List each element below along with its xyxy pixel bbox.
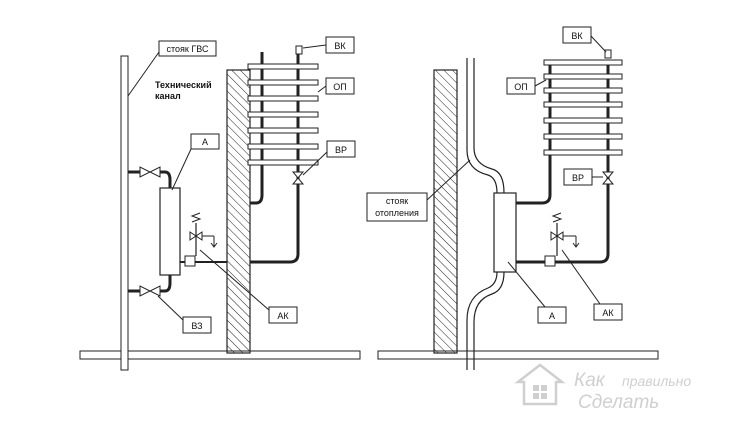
right-heating-riser-outer	[466, 58, 498, 370]
right-riser-label-box	[366, 192, 428, 222]
left-vz-label: ВЗ	[191, 321, 202, 331]
left-vz-leader	[157, 295, 184, 321]
left-vr-label-box	[326, 140, 356, 158]
left-vent-valve-a	[189, 231, 197, 241]
right-vent-spring	[551, 212, 563, 223]
right-wall	[433, 69, 458, 354]
left-device-a	[159, 187, 181, 276]
right-towel-rail	[543, 59, 623, 156]
left-vr-label: ВР	[335, 145, 347, 155]
left-vent-box	[184, 255, 196, 267]
watermark-line1b: правильно	[622, 373, 691, 389]
right-a-leader	[507, 261, 546, 308]
left-lower-wall-pipe	[250, 140, 300, 264]
left-a-leader	[171, 148, 192, 191]
right-op-leader	[534, 79, 547, 87]
left-lower-valve-b	[148, 285, 161, 297]
left-riser-label: стояк ГВС	[167, 44, 209, 54]
left-ak-label-box	[268, 306, 298, 324]
left-valve-vr-b	[291, 177, 305, 185]
right-riser-label-1: стояк	[386, 196, 408, 206]
right-vk-leader	[590, 35, 607, 53]
right-vk-label: ВК	[571, 31, 583, 41]
right-upper-pipe	[516, 60, 552, 205]
right-heating-riser-inner	[473, 58, 505, 370]
watermark-house-icon	[514, 363, 566, 406]
left-riser-label-box	[158, 40, 217, 57]
right-a-label-box	[537, 306, 567, 324]
left-vr-leader	[302, 151, 328, 176]
left-ak-label: АК	[277, 311, 289, 321]
left-upper-valve	[139, 166, 152, 178]
left-op-label: ОП	[333, 82, 346, 92]
right-vk-label-box	[562, 26, 592, 44]
left-towel-rail	[247, 52, 319, 170]
left-vk-label: ВК	[334, 41, 346, 51]
left-channel-label-1: Технический	[155, 80, 212, 90]
right-riser-leader	[426, 159, 471, 201]
right-a-label: А	[549, 311, 555, 321]
right-riser-label-2: отопления	[375, 208, 419, 218]
right-device-a	[493, 192, 517, 273]
watermark-line2: Сделать	[578, 392, 659, 413]
left-lower-valve	[139, 285, 152, 297]
left-a-label: А	[202, 137, 208, 147]
left-air-valve-vk	[295, 45, 303, 55]
left-upper-wall-pipe	[250, 170, 264, 205]
left-upper-pipe	[160, 170, 172, 188]
left-wall	[226, 69, 251, 354]
watermark: Как правильно Сделать	[514, 363, 691, 413]
left-a-label-box	[190, 133, 220, 150]
left-vz-label-box	[182, 316, 212, 334]
right-ak-label: АК	[602, 308, 614, 318]
left-riser-leader	[127, 51, 160, 97]
right-valve-vr-b	[601, 177, 615, 185]
left-valve-vr	[291, 171, 305, 179]
left-floor-slab	[79, 350, 361, 360]
right-vr-label: ВР	[572, 173, 584, 183]
left-lower-pipe	[160, 275, 172, 293]
left-channel-label-2: канал	[155, 91, 181, 101]
right-vent-arrow	[572, 242, 580, 248]
right-ak-label-box	[593, 303, 623, 321]
right-ak-leader	[561, 249, 601, 305]
watermark-line1: Как	[574, 370, 606, 391]
left-upper-valve-b	[148, 166, 161, 178]
left-vk-leader	[302, 44, 327, 49]
right-valve-vr	[601, 171, 615, 179]
left-vent-valve-b	[195, 231, 203, 241]
left-dhw-riser	[120, 55, 129, 371]
right-floor-slab	[377, 350, 659, 360]
left-op-leader	[317, 85, 327, 93]
left-scheme: стояк ГВС Технический канал А ВК ОП ВР А…	[79, 36, 361, 371]
right-op-label: ОП	[514, 82, 527, 92]
right-air-valve-vk	[604, 49, 612, 59]
right-scheme: ВК ОП ВР стояк отопления А АК	[366, 26, 659, 370]
left-vent-spring	[190, 212, 202, 223]
right-vent-valve-a	[550, 231, 558, 241]
right-vent-valve-b	[556, 231, 564, 241]
right-vent-box	[544, 255, 556, 267]
left-vent-arrow	[210, 242, 218, 248]
right-lower-pipe	[516, 60, 610, 264]
left-ak-leader	[199, 249, 270, 311]
